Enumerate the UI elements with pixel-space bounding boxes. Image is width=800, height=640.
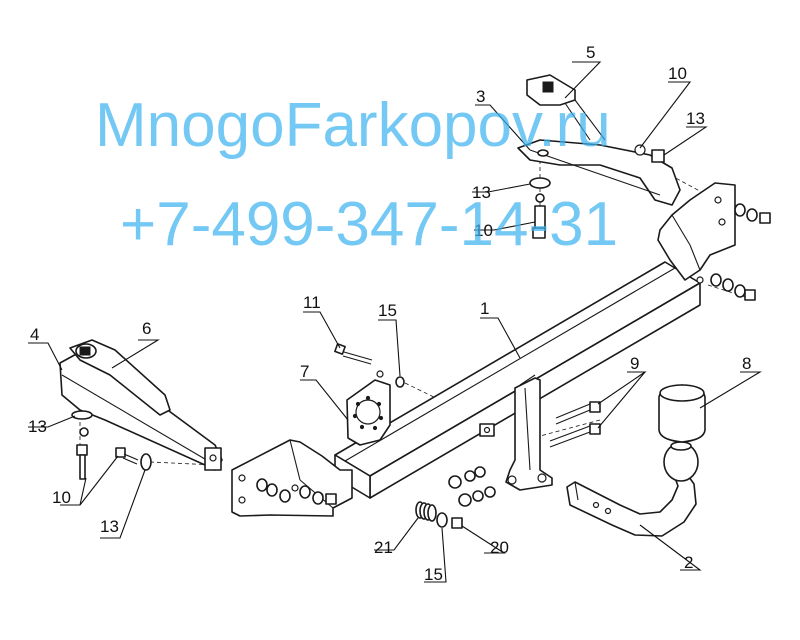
- watermark-phone: +7-499-347-14-31: [120, 190, 618, 259]
- part-label-10-left: 10: [52, 488, 71, 507]
- part-label-4: 4: [30, 325, 39, 344]
- part-label-13-top-right: 13: [686, 109, 705, 128]
- part-number-labels: 1 2 3 4 5 6 7 8 9 10 10 10 11 13 13 13 1…: [28, 43, 751, 584]
- part-label-1: 1: [480, 299, 489, 318]
- socket-plate: [346, 370, 391, 446]
- part-label-6: 6: [142, 319, 151, 338]
- center-bolt-set: [448, 401, 601, 507]
- right-nut-set: [710, 203, 771, 301]
- socket-bolt: [334, 343, 405, 388]
- watermark: MnogoFarkopov.ru +7-499-347-14-31: [95, 91, 618, 259]
- part-label-10-top-bolt: 10: [474, 221, 493, 240]
- right-side-plate: [657, 182, 736, 284]
- part-label-15-socket: 15: [378, 301, 397, 320]
- part-label-7: 7: [300, 362, 309, 381]
- left-bolt-set: [71, 410, 152, 480]
- ball-cap: [658, 384, 706, 443]
- part-label-13-top-washer: 13: [472, 183, 491, 202]
- part-label-15-bottom: 15: [424, 565, 443, 584]
- left-plate-nut-set: [256, 478, 337, 505]
- part-label-3: 3: [476, 87, 485, 106]
- part-label-13-left-bottom: 13: [100, 517, 119, 536]
- part-label-21: 21: [374, 538, 393, 557]
- part-label-9: 9: [630, 354, 639, 373]
- part-label-2: 2: [684, 553, 693, 572]
- right-frame-bracket: [517, 74, 681, 206]
- part-label-20: 20: [490, 538, 509, 557]
- part-label-8: 8: [742, 354, 751, 373]
- ball-mount-bracket: [479, 377, 553, 491]
- part-label-11: 11: [303, 293, 321, 312]
- part-label-5: 5: [586, 43, 595, 62]
- tow-ball-arm: [566, 441, 699, 537]
- left-frame-bracket: [59, 339, 223, 471]
- spring-washer-nut-set: [415, 501, 463, 529]
- part-label-13-left-washer: 13: [28, 417, 47, 436]
- top-bolt-set: [529, 177, 551, 239]
- leader-lines: [28, 61, 762, 583]
- part-label-10-top-right: 10: [668, 64, 687, 83]
- watermark-site: MnogoFarkopov.ru: [95, 91, 611, 160]
